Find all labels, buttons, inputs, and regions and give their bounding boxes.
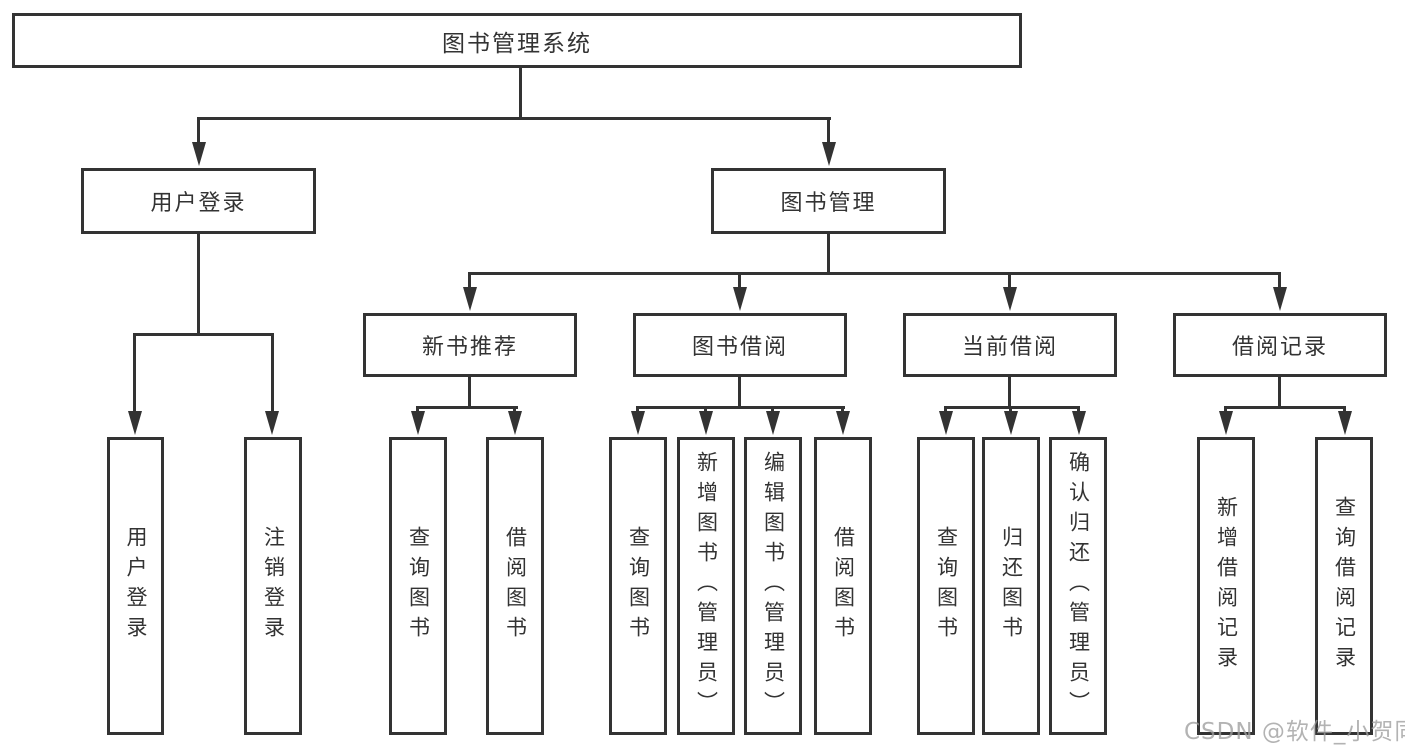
- arrow-down-icon: [822, 142, 836, 166]
- leaf-label: 用户登录: [124, 526, 148, 646]
- leaf-confirm-return-admin: 确认归还（管理员）: [1049, 437, 1107, 735]
- leaf-edit-books-admin: 编辑图书（管理员）: [744, 437, 802, 735]
- leaf-label: 借阅图书: [503, 526, 528, 646]
- leaf-label: 查询图书: [934, 526, 959, 646]
- connector-line: [416, 406, 518, 409]
- connector-line: [133, 333, 274, 336]
- arrow-down-icon: [463, 287, 477, 311]
- connector-line: [197, 117, 200, 147]
- connector-line: [197, 233, 200, 336]
- connector-line: [271, 333, 274, 418]
- arrow-down-icon: [411, 411, 425, 435]
- leaf-add-borrow-record: 新增借阅记录: [1197, 437, 1255, 735]
- arrow-down-icon: [733, 287, 747, 311]
- arrow-down-icon: [1004, 411, 1018, 435]
- node-label: 新书推荐: [421, 335, 518, 360]
- leaf-borrow-books-borrowing: 借阅图书: [814, 437, 872, 735]
- arrow-down-icon: [699, 411, 713, 435]
- leaf-label: 注销登录: [261, 526, 286, 646]
- arrow-down-icon: [836, 411, 850, 435]
- connector-line: [1008, 272, 1011, 289]
- leaf-borrow-books-recommend: 借阅图书: [486, 437, 544, 735]
- arrow-down-icon: [1219, 411, 1233, 435]
- arrow-down-icon: [939, 411, 953, 435]
- root-node-library-system: 图书管理系统: [12, 13, 1022, 68]
- leaf-user-login: 用户登录: [107, 437, 164, 735]
- arrow-down-icon: [1273, 287, 1287, 311]
- connector-line: [1278, 376, 1281, 409]
- node-book-management: 图书管理: [711, 168, 946, 234]
- connector-line: [738, 376, 741, 409]
- arrow-down-icon: [128, 411, 142, 435]
- node-new-book-recommendation: 新书推荐: [363, 313, 577, 377]
- arrow-down-icon: [631, 411, 645, 435]
- arrow-down-icon: [192, 142, 206, 166]
- connector-line: [197, 117, 831, 120]
- connector-line: [468, 272, 471, 289]
- leaf-query-books-current: 查询图书: [917, 437, 975, 735]
- leaf-label: 查询图书: [406, 526, 431, 646]
- arrow-down-icon: [1003, 287, 1017, 311]
- connector-line: [1008, 376, 1011, 409]
- leaf-label: 查询图书: [626, 526, 651, 646]
- leaf-query-borrow-record: 查询借阅记录: [1315, 437, 1373, 735]
- node-borrowing-records: 借阅记录: [1173, 313, 1387, 377]
- arrow-down-icon: [1072, 411, 1086, 435]
- leaf-label: 新增图书（管理员）: [694, 451, 719, 721]
- leaf-label: 编辑图书（管理员）: [761, 451, 786, 721]
- leaf-label: 归还图书: [999, 526, 1024, 646]
- leaf-return-books: 归还图书: [982, 437, 1040, 735]
- connector-line: [827, 117, 830, 147]
- connector-line: [1278, 272, 1281, 289]
- connector-line: [468, 272, 1281, 275]
- node-label: 图书管理: [780, 191, 877, 216]
- root-node-label: 图书管理系统: [442, 30, 592, 57]
- node-label: 用户登录: [150, 191, 247, 216]
- connector-line: [1224, 406, 1346, 409]
- arrow-down-icon: [1338, 411, 1352, 435]
- leaf-label: 查询借阅记录: [1332, 496, 1357, 676]
- leaf-query-books-recommend: 查询图书: [389, 437, 447, 735]
- leaf-label: 新增借阅记录: [1214, 496, 1239, 676]
- leaf-query-books-borrowing: 查询图书: [609, 437, 667, 735]
- connector-line: [944, 406, 1080, 409]
- leaf-label: 确认归还（管理员）: [1066, 451, 1091, 721]
- leaf-add-books-admin: 新增图书（管理员）: [677, 437, 735, 735]
- connector-line: [738, 272, 741, 289]
- leaf-logout: 注销登录: [244, 437, 302, 735]
- connector-line: [636, 406, 845, 409]
- node-label: 图书借阅: [691, 335, 788, 360]
- node-current-borrowing: 当前借阅: [903, 313, 1117, 377]
- arrow-down-icon: [766, 411, 780, 435]
- csdn-watermark: CSDN @软件_小贺同学: [1184, 719, 1405, 745]
- node-book-borrowing: 图书借阅: [633, 313, 847, 377]
- connector-line: [468, 376, 471, 409]
- node-label: 当前借阅: [961, 335, 1058, 360]
- connector-line: [519, 68, 522, 118]
- node-label: 借阅记录: [1231, 335, 1328, 360]
- arrow-down-icon: [508, 411, 522, 435]
- node-user-login: 用户登录: [81, 168, 316, 234]
- connector-line: [827, 233, 830, 275]
- connector-line: [133, 333, 136, 418]
- arrow-down-icon: [265, 411, 279, 435]
- leaf-label: 借阅图书: [831, 526, 856, 646]
